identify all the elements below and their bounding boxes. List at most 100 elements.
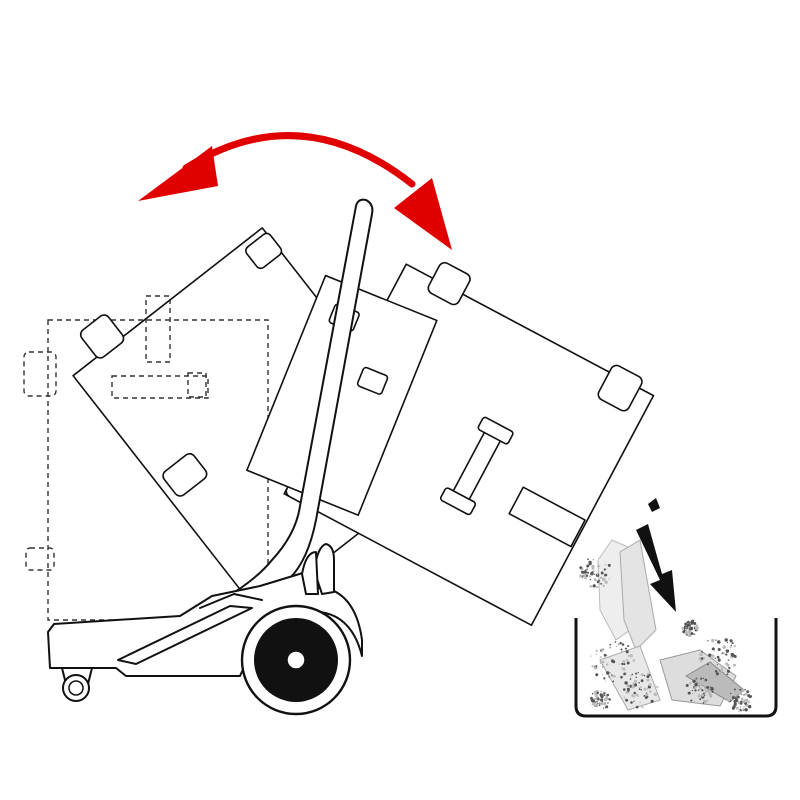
- debris-speck: [592, 584, 596, 588]
- debris-speck: [603, 568, 606, 571]
- debris-speck: [699, 652, 703, 657]
- debris-speck: [708, 653, 712, 657]
- debris-speck: [684, 632, 686, 634]
- debris-speck: [656, 686, 659, 689]
- debris-speck: [608, 578, 610, 580]
- debris-speck: [638, 682, 640, 684]
- debris-speck: [622, 660, 624, 662]
- main-wheel: [240, 604, 352, 716]
- debris-speck: [621, 643, 625, 646]
- debris-speck: [612, 660, 616, 664]
- debris-speck: [681, 627, 684, 630]
- container-tilted-mid: [72, 227, 448, 613]
- debris-speck: [702, 657, 706, 660]
- debris-speck: [584, 576, 588, 580]
- debris-speck: [593, 586, 596, 589]
- debris-speck: [709, 657, 712, 660]
- debris-speck: [626, 661, 630, 665]
- debris-speck: [693, 701, 696, 703]
- debris-speck: [644, 696, 648, 699]
- debris-speck: [715, 639, 717, 641]
- debris-speck: [588, 575, 591, 578]
- debris-speck: [747, 694, 751, 698]
- debris-speck: [606, 654, 608, 657]
- debris-speck: [622, 667, 626, 671]
- debris-speck: [610, 657, 612, 660]
- debris-speck: [643, 694, 646, 697]
- debris-speck: [633, 679, 638, 683]
- debris-speck: [596, 565, 599, 568]
- debris-speck: [707, 640, 709, 642]
- debris-speck: [603, 703, 607, 706]
- debris-speck: [629, 678, 632, 680]
- debris-speck: [698, 685, 700, 687]
- debris-speck: [691, 693, 694, 695]
- debris-speck: [704, 689, 709, 693]
- debris-speck: [624, 681, 628, 685]
- debris-speck: [583, 570, 587, 574]
- debris-speck: [598, 704, 601, 707]
- debris-speck: [719, 668, 724, 672]
- debris-speck: [598, 579, 601, 581]
- debris-speck: [732, 690, 737, 695]
- trolley-handle: [221, 198, 374, 601]
- debris-speck: [601, 648, 605, 652]
- debris-speck: [635, 676, 638, 679]
- debris-falling: [597, 539, 745, 711]
- debris-speck: [739, 688, 742, 691]
- debris-speck: [626, 658, 629, 662]
- debris-speck: [629, 675, 632, 677]
- debris-speck: [608, 671, 611, 674]
- debris-speck: [693, 625, 696, 628]
- debris-speck: [599, 656, 602, 659]
- debris-speck: [596, 665, 598, 667]
- debris-speck: [686, 623, 690, 627]
- debris-speck: [685, 631, 689, 635]
- debris-speck: [609, 643, 612, 646]
- debris-speck: [649, 690, 652, 693]
- debris-speck: [595, 649, 598, 652]
- debris-speck: [601, 698, 603, 700]
- debris-speck: [704, 687, 707, 691]
- caster-wheel: [61, 667, 93, 702]
- debris-speck: [694, 682, 698, 687]
- debris-speck: [738, 710, 740, 713]
- debris-speck: [620, 648, 623, 651]
- debris-speck: [690, 682, 692, 684]
- debris-speck: [589, 578, 592, 581]
- debris-speck: [693, 633, 696, 635]
- debris-speck: [599, 576, 603, 579]
- debris-speck: [738, 709, 740, 711]
- debris-speck: [596, 574, 599, 576]
- debris-speck: [646, 688, 649, 690]
- debris-speck: [596, 705, 599, 708]
- debris-speck: [640, 673, 644, 677]
- debris-speck: [701, 678, 705, 682]
- debris-speck: [724, 638, 728, 642]
- debris-speck: [603, 694, 606, 697]
- debris-speck: [595, 701, 598, 704]
- debris-speck: [648, 674, 651, 677]
- debris-speck: [608, 698, 611, 701]
- debris-speck: [692, 633, 694, 635]
- debris-speck: [589, 584, 593, 588]
- debris-speck: [606, 568, 608, 570]
- debris-speck: [602, 666, 604, 668]
- debris-speck: [725, 653, 728, 656]
- debris-speck: [725, 649, 730, 653]
- debris-speck: [698, 682, 702, 686]
- debris-speck: [610, 674, 613, 676]
- debris-speck: [630, 701, 633, 704]
- debris-speck: [719, 664, 723, 667]
- debris-speck: [629, 654, 633, 658]
- debris-speck: [713, 650, 716, 652]
- debris-particles: [579, 558, 753, 713]
- debris-speck: [733, 645, 736, 648]
- debris-speck: [623, 696, 626, 699]
- debris-speck: [735, 706, 739, 710]
- debris-speck: [727, 668, 730, 670]
- debris-speck: [625, 698, 629, 702]
- debris-speck: [625, 650, 629, 654]
- debris-speck: [695, 677, 697, 679]
